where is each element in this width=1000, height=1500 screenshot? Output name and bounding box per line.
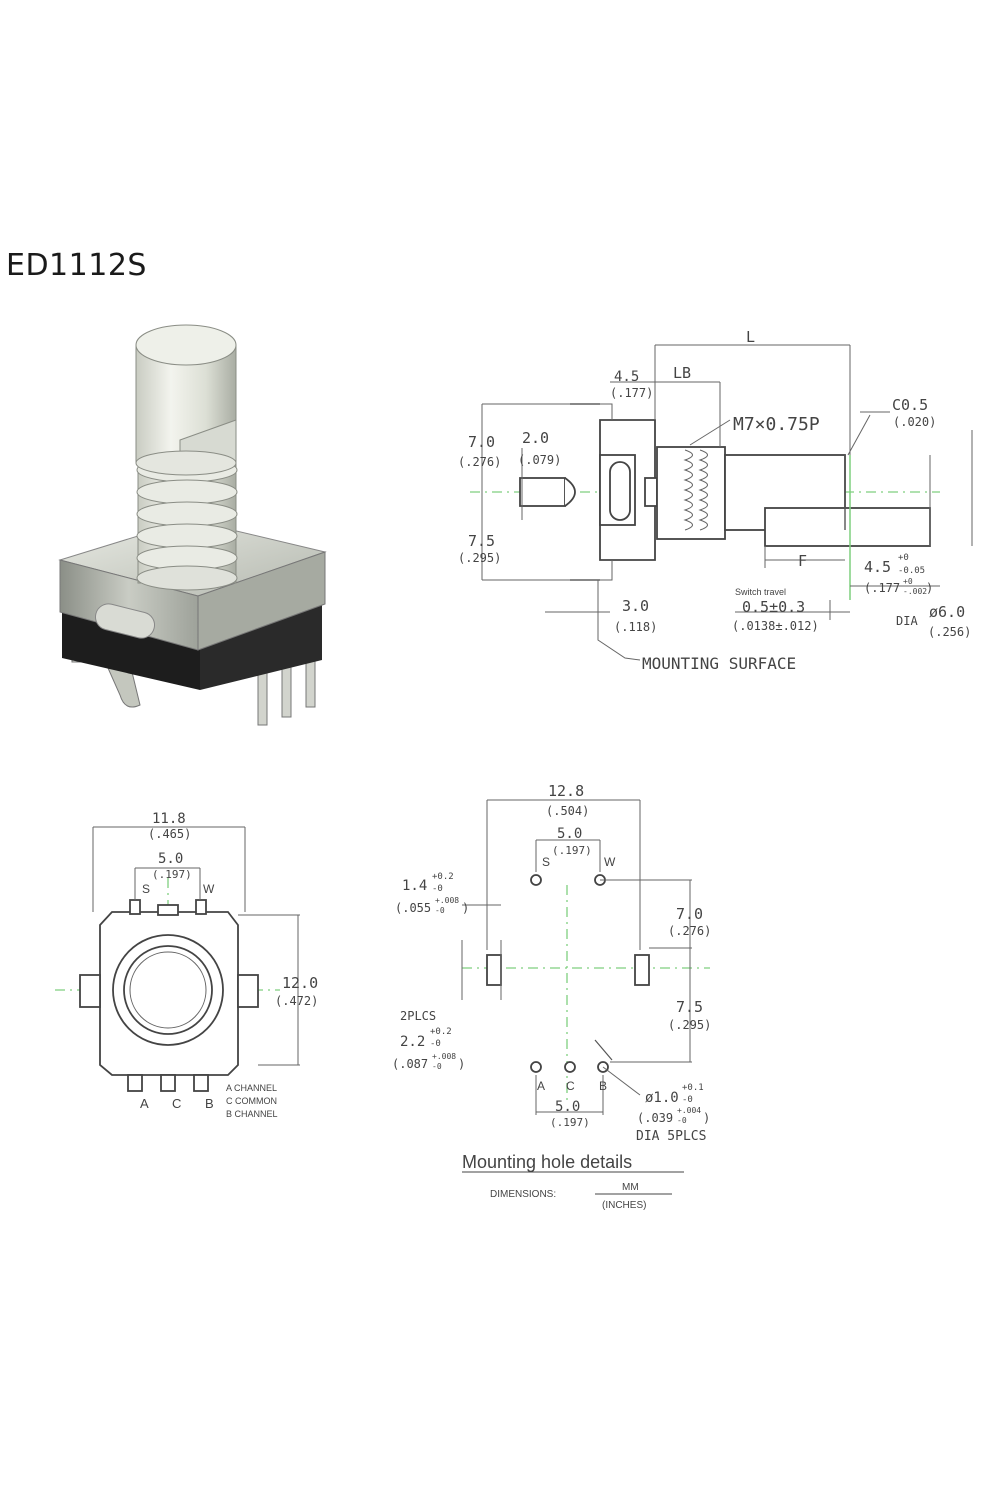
svg-text:(.039: (.039 <box>637 1111 673 1125</box>
holes-pin-b: B <box>599 1079 607 1093</box>
units-inches: (INCHES) <box>602 1200 646 1211</box>
legend-c-common: C COMMON <box>226 1096 277 1106</box>
dim-4-5: 4.5 <box>614 369 639 385</box>
dim-12-8-in: (.504) <box>546 804 589 818</box>
dim-dia-6-0: ø6.0 <box>929 603 965 621</box>
pin-w-label: W <box>203 882 215 896</box>
dim-12-0: 12.0 <box>282 974 318 992</box>
dim-3-0: 3.0 <box>622 597 649 615</box>
svg-text:-0: -0 <box>432 884 443 894</box>
svg-text:ø1.0: ø1.0 <box>645 1090 679 1106</box>
dim-3-0-in: (.118) <box>614 620 657 634</box>
svg-text:+0: +0 <box>903 577 913 586</box>
encoder-3d-render <box>58 324 327 726</box>
side-threads <box>683 449 708 531</box>
two-places-label: 2PLCS <box>400 1009 436 1023</box>
dim-travel: 0.5±0.3 <box>742 598 805 616</box>
holes-dim-7-5: 7.5 <box>676 998 703 1016</box>
svg-text:+0.2: +0.2 <box>432 872 454 882</box>
dim-2-0: 2.0 <box>522 429 549 447</box>
dim-7-5-in: (.295) <box>458 551 501 565</box>
pin-b-label: B <box>205 1096 214 1111</box>
svg-text:): ) <box>926 581 933 595</box>
render-shaft <box>135 324 237 476</box>
units-mm: MM <box>622 1182 639 1193</box>
svg-text:): ) <box>703 1111 710 1125</box>
dim-dia-6-0-in: (.256) <box>928 625 971 639</box>
dim-c0-5: C0.5 <box>892 396 928 414</box>
svg-text:+0: +0 <box>898 553 909 563</box>
dim-1-4-tolerance: 1.4 +0.2 -0 (.055 +.008 -0 ) <box>395 872 469 915</box>
holes-pin-s: S <box>542 855 550 869</box>
dim-7-5: 7.5 <box>468 532 495 550</box>
dim-11-8: 11.8 <box>152 811 186 827</box>
dim-11-8-in: (.465) <box>148 827 191 841</box>
dim-LB: LB <box>673 364 691 382</box>
svg-text:-0: -0 <box>682 1095 693 1105</box>
legend-a-channel: A CHANNEL <box>226 1083 277 1093</box>
render-threaded-bushing <box>136 454 238 591</box>
holes-dim-7-0: 7.0 <box>676 905 703 923</box>
top-view-drawing: 11.8 (.465) 5.0 (.197) S W 12.0 (.472) A… <box>55 811 318 1119</box>
holes-pin-c: C <box>566 1079 575 1093</box>
holes-dim-7-5-in: (.295) <box>668 1018 711 1032</box>
svg-text:-0: -0 <box>435 906 445 915</box>
dim-2-2-tolerance: 2.2 +0.2 -0 (.087 +.008 -0 ) <box>392 1027 465 1071</box>
svg-text:+0.1: +0.1 <box>682 1083 704 1093</box>
holes-dim-5-0: 5.0 <box>557 826 582 842</box>
mounting-hole-drawing: 12.8 (.504) 5.0 (.197) S W 1.4 +0.2 -0 (… <box>392 782 711 1211</box>
svg-text:-0: -0 <box>677 1116 687 1125</box>
pin-s-label: S <box>142 882 150 896</box>
dim-L: L <box>746 328 755 346</box>
side-view-drawing: L LB 4.5 (.177) 7.0 (.276) 2.0 (.079) 7.… <box>458 328 973 673</box>
holes-dim-5-0-bottom-in: (.197) <box>550 1116 590 1129</box>
holes-pin-w: W <box>604 855 616 869</box>
dim-12-8: 12.8 <box>548 782 584 800</box>
svg-text:+0.2: +0.2 <box>430 1027 452 1037</box>
svg-text:+.008: +.008 <box>435 896 459 905</box>
svg-text:+.004: +.004 <box>677 1106 701 1115</box>
dim-travel-in: (.0138±.012) <box>732 619 819 633</box>
svg-text:(.055: (.055 <box>395 901 431 915</box>
svg-text:-0: -0 <box>432 1062 442 1071</box>
svg-text:2.2: 2.2 <box>400 1034 425 1050</box>
dim-c0-5-in: (.020) <box>893 415 936 429</box>
holes-dim-7-0-in: (.276) <box>668 924 711 938</box>
dim-5-0-in: (.197) <box>152 868 192 881</box>
dimensions-label: DIMENSIONS: <box>490 1189 556 1200</box>
mounting-hole-caption: Mounting hole details <box>462 1152 632 1172</box>
dim-1-0-tolerance: ø1.0 +0.1 -0 (.039 +.004 -0 ) <box>637 1083 710 1125</box>
holes-pin-a: A <box>537 1079 545 1093</box>
holes-dim-5-0-in: (.197) <box>552 844 592 857</box>
svg-text:): ) <box>462 901 469 915</box>
dim-4-5-in: (.177) <box>610 386 653 400</box>
dim-7-0-in: (.276) <box>458 455 501 469</box>
dim-F: F <box>798 552 807 570</box>
legend-b-channel: B CHANNEL <box>226 1109 278 1119</box>
dim-tolerance-4-5: 4.5 +0 -0.05 (.177 +0 -.002 ) <box>864 553 933 596</box>
pin-c-label: C <box>172 1096 181 1111</box>
mounting-surface-label: MOUNTING SURFACE <box>642 654 796 673</box>
dia-5-places: DIA 5PLCS <box>636 1129 706 1144</box>
svg-text:-0: -0 <box>430 1039 441 1049</box>
svg-text:-0.05: -0.05 <box>898 566 925 576</box>
dim-7-0: 7.0 <box>468 433 495 451</box>
dim-5-0: 5.0 <box>158 851 183 867</box>
part-number-title: ED1112S <box>6 248 147 283</box>
svg-text:+.008: +.008 <box>432 1052 456 1061</box>
dim-2-0-in: (.079) <box>518 453 561 467</box>
dim-12-0-in: (.472) <box>275 994 318 1008</box>
svg-text:): ) <box>458 1057 465 1071</box>
holes-dim-5-0-bottom: 5.0 <box>555 1099 580 1115</box>
svg-text:1.4: 1.4 <box>402 878 427 894</box>
svg-text:4.5: 4.5 <box>864 558 891 576</box>
svg-text:-.002: -.002 <box>903 587 927 596</box>
dia-label: DIA <box>896 614 918 628</box>
svg-text:(.177: (.177 <box>864 581 900 595</box>
svg-text:(.087: (.087 <box>392 1057 428 1071</box>
pin-a-label: A <box>140 1096 149 1111</box>
switch-travel-label: Switch travel <box>735 587 786 597</box>
thread-spec: M7×0.75P <box>733 414 820 435</box>
